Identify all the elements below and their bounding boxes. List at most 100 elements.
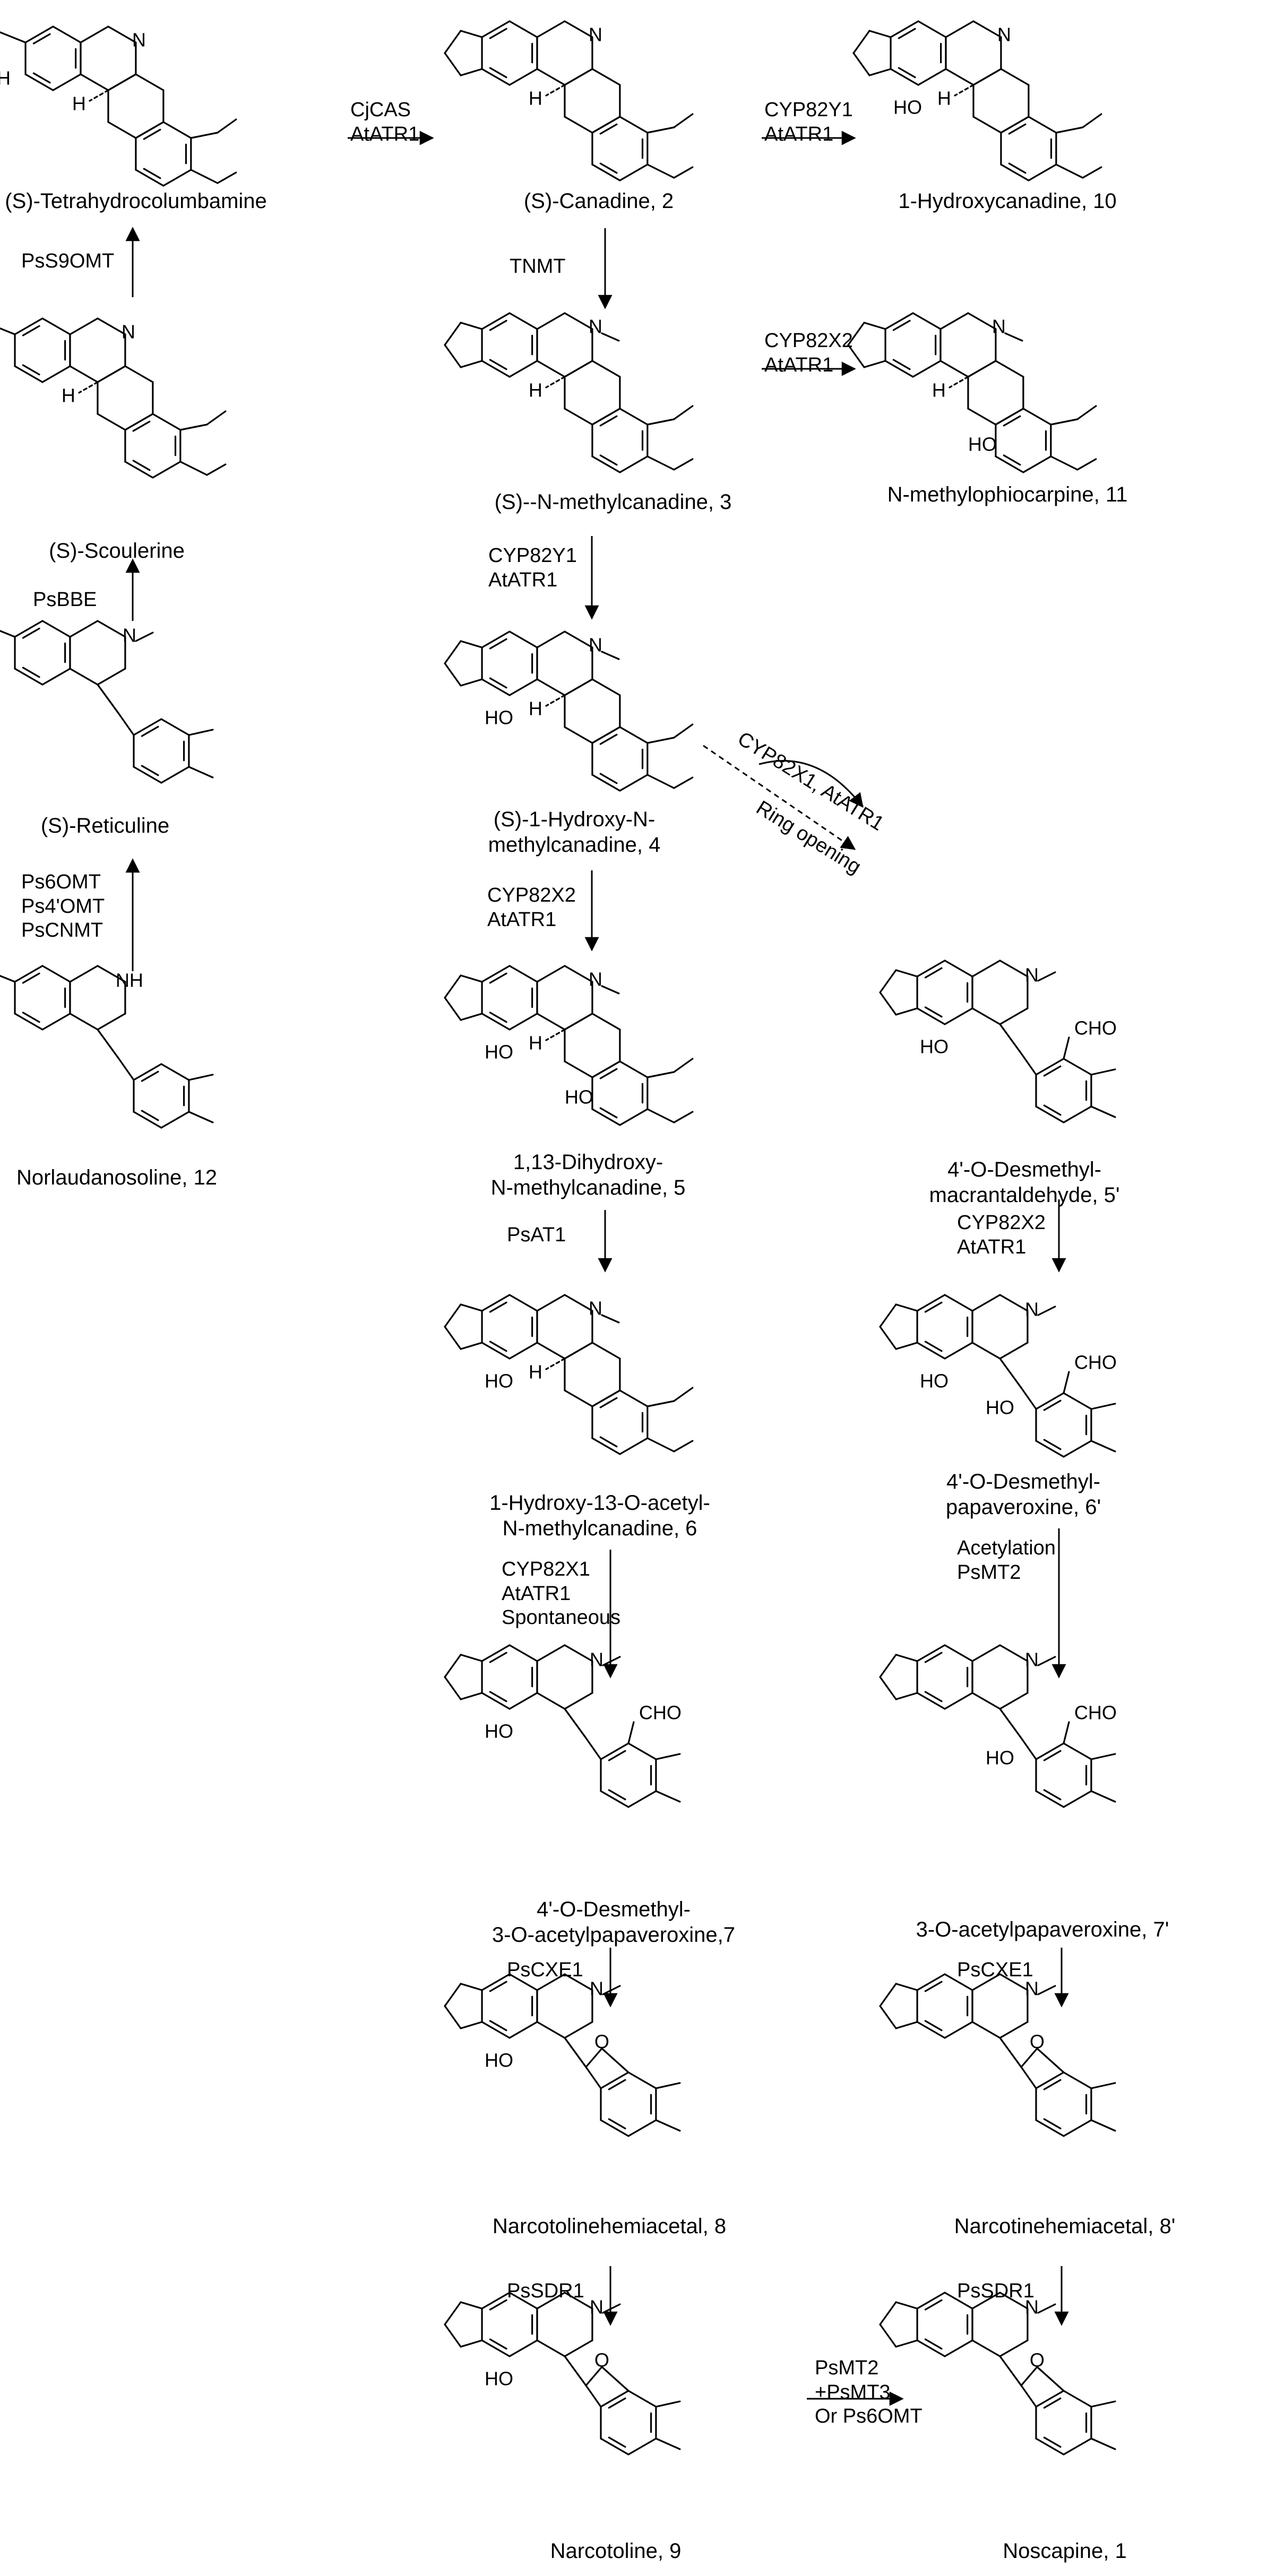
- atom-label: N: [589, 24, 602, 46]
- atom-label: HO: [485, 1721, 513, 1742]
- atom-label: HO: [485, 2050, 513, 2071]
- bond: [445, 1304, 461, 1327]
- atom-label: N: [997, 24, 1011, 46]
- bond: [565, 361, 592, 377]
- bond: [42, 621, 70, 637]
- bond: [125, 366, 153, 382]
- bond: [1064, 2391, 1091, 2407]
- bond: [674, 1059, 693, 1072]
- ring-a: [15, 318, 70, 382]
- bond: [586, 1738, 601, 1759]
- bond-hashed: [546, 695, 565, 706]
- bond: [1000, 1693, 1028, 1709]
- bond: [973, 69, 1001, 85]
- bond: [461, 69, 482, 75]
- ring-b: [70, 621, 125, 685]
- bond: [98, 669, 125, 685]
- compound-label-desmethylmacrantaldehyde: 4'-O-Desmethyl- macrantaldehyde, 5': [929, 1157, 1120, 1208]
- ring-d: [125, 414, 180, 478]
- atom-label: O: [594, 2031, 609, 2053]
- bond-hashed: [90, 90, 108, 101]
- bond: [592, 361, 620, 377]
- bond: [180, 425, 207, 430]
- bond: [968, 361, 996, 377]
- bond: [70, 966, 98, 982]
- bond: [602, 652, 619, 659]
- atom-label: H: [937, 88, 951, 109]
- atom-label: O: [594, 2349, 609, 2371]
- bond: [510, 632, 537, 647]
- bond: [1000, 1645, 1028, 1661]
- bond: [945, 1693, 972, 1709]
- bond: [1064, 2439, 1091, 2454]
- bond: [656, 2083, 680, 2088]
- compound-label-narcotinehemiacetal: Narcotinehemiacetal, 8': [954, 2214, 1176, 2239]
- bond: [946, 21, 973, 37]
- bond: [461, 31, 482, 37]
- bond: [1005, 333, 1022, 341]
- ring-a: [482, 21, 537, 85]
- ring-b: [81, 27, 136, 90]
- compound-label-scoulerine: (S)-Scoulerine: [49, 538, 185, 564]
- bond: [674, 724, 693, 738]
- bond: [620, 409, 648, 425]
- ring-c: [98, 366, 153, 430]
- bond: [674, 1388, 693, 1401]
- compound-label-n-methylcanadine: (S)--N-methylcanadine, 3: [495, 489, 732, 515]
- atom-label: OH: [0, 67, 11, 89]
- bond: [445, 2302, 461, 2324]
- bond: [565, 2038, 586, 2067]
- enzyme-label-ps6omt-group: Ps6OMT Ps4'OMT PsCNMT: [21, 870, 105, 943]
- bond: [880, 1984, 896, 2006]
- bond: [648, 1109, 674, 1122]
- bond: [620, 1438, 648, 1454]
- enzyme-label-acetylation: Acetylation PsMT2: [957, 1536, 1056, 1585]
- atom-label: N: [590, 1978, 604, 2000]
- enzyme-label-pscxe1-a: PsCXE1: [507, 1958, 583, 1983]
- structure-hydroxycanadine: [854, 21, 1101, 180]
- bond: [565, 679, 592, 695]
- ring-d: [592, 1061, 648, 1125]
- bond: [620, 1061, 648, 1077]
- ring-d: [592, 117, 648, 180]
- bond: [537, 2022, 565, 2038]
- bond: [869, 69, 891, 75]
- ring-b: [70, 318, 125, 382]
- bond: [537, 1343, 565, 1359]
- bond: [620, 165, 648, 180]
- ring-b: [972, 1295, 1028, 1359]
- bond: [592, 679, 620, 695]
- bond: [972, 2340, 1000, 2356]
- ring-d: [1036, 2072, 1091, 2136]
- enzyme-label-pss9omt: PsS9OMT: [21, 249, 114, 274]
- bond: [620, 456, 648, 472]
- compound-label-desmethyl-acetylpapaveroxine: 4'-O-Desmethyl- 3-O-acetylpapaveroxine,7: [492, 1897, 735, 1948]
- bond: [1029, 165, 1056, 180]
- bond: [968, 409, 996, 425]
- compound-label-hydroxy-acetyl-n-methylcanadine: 1-Hydroxy-13-O-acetyl- N-methylcanadine,…: [489, 1490, 710, 1541]
- bond: [136, 633, 153, 641]
- bond: [656, 2439, 680, 2449]
- bond: [1091, 1754, 1115, 1759]
- bond: [1064, 2120, 1091, 2136]
- atom-label: N: [590, 2296, 604, 2318]
- bond: [1091, 1404, 1115, 1409]
- compound-label-hydroxycanadine: 1-Hydroxycanadine, 10: [898, 188, 1116, 214]
- bond: [461, 1304, 482, 1311]
- bond: [1000, 1008, 1028, 1024]
- bond: [1083, 167, 1101, 178]
- bond: [674, 1112, 693, 1122]
- structure-hydroxy-n-methylcanadine: [445, 632, 693, 791]
- bond: [918, 69, 946, 85]
- structure-desmethyl-acetylpapaveroxine: [445, 1645, 680, 1807]
- bond: [674, 167, 693, 178]
- atom-label: HO: [485, 707, 513, 729]
- bond: [537, 679, 565, 695]
- bond: [461, 975, 482, 982]
- bond: [218, 119, 236, 133]
- bond: [510, 1693, 537, 1709]
- atom-label: CHO: [1074, 1702, 1117, 1724]
- bond: [191, 170, 218, 183]
- bond: [1064, 1038, 1069, 1059]
